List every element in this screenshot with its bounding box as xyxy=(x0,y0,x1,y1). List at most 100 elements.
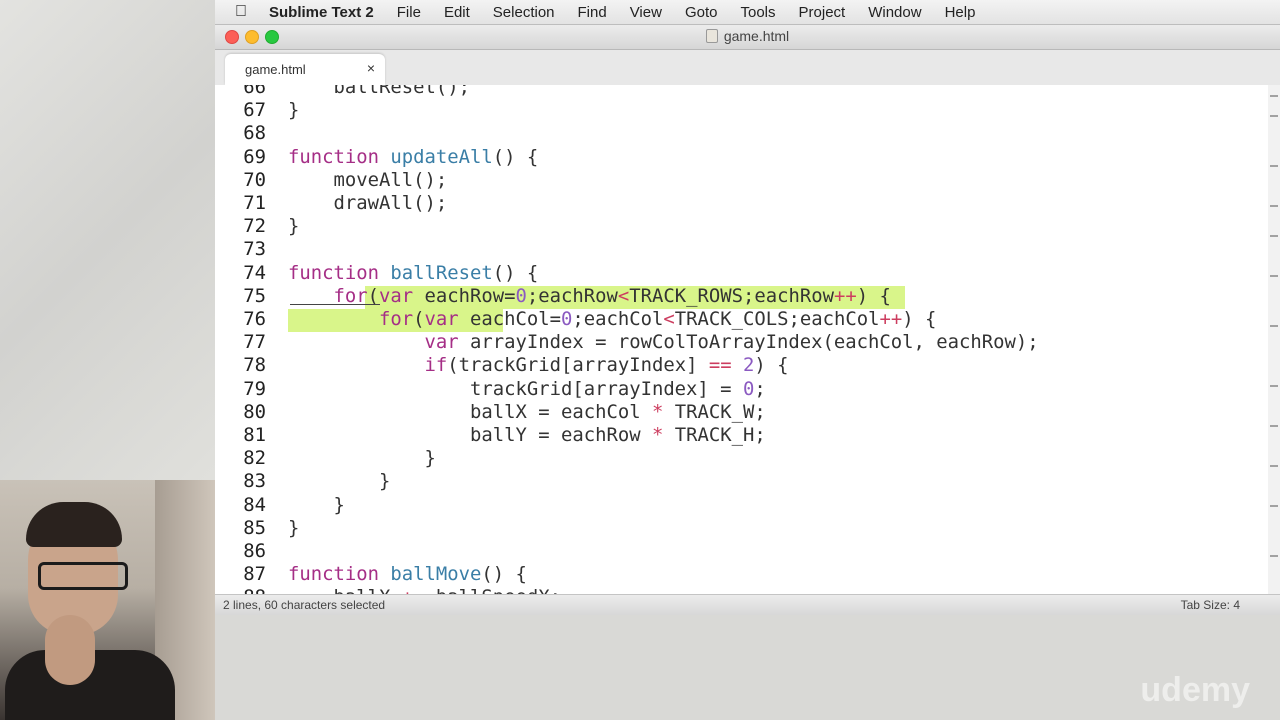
line-number: 81 xyxy=(243,424,266,446)
code-line[interactable]: 80 ballX = eachCol * TRACK_W; xyxy=(215,401,1265,424)
code-line[interactable]: 66 ballReset(); xyxy=(215,85,1265,99)
line-number: 77 xyxy=(243,331,266,354)
code-line[interactable]: 67} xyxy=(215,99,1265,122)
line-number: 80 xyxy=(243,400,266,423)
menu-window[interactable]: Window xyxy=(868,3,922,21)
line-number: 83 xyxy=(243,470,266,493)
code-line[interactable]: 88 ballX += ballSpeedX; xyxy=(215,586,1265,595)
menu-selection[interactable]: Selection xyxy=(492,3,555,21)
line-number: 86 xyxy=(243,540,266,562)
code-line[interactable]: 86 xyxy=(215,540,1265,563)
line-number: 72 xyxy=(243,215,266,238)
window-title: game.html xyxy=(215,28,1280,44)
window-titlebar[interactable]: game.html xyxy=(215,25,1280,50)
code-line[interactable]: 82 } xyxy=(215,447,1265,470)
desktop-background xyxy=(0,0,215,480)
code-text: ballReset(); xyxy=(288,85,470,98)
code-text: } xyxy=(288,493,345,516)
selection-status: 2 lines, 60 characters selected xyxy=(223,598,386,612)
minimap-line xyxy=(1270,505,1278,507)
minimap-line xyxy=(1270,165,1278,167)
code-text: } xyxy=(288,99,300,122)
line-number: 79 xyxy=(243,377,266,400)
code-text: if(trackGrid[arrayIndex] == 2) { xyxy=(424,354,789,377)
code-text: function ballReset() { xyxy=(288,261,539,284)
minimap-line xyxy=(1270,115,1278,117)
code-line[interactable]: 71 drawAll(); xyxy=(215,192,1265,215)
menu-view[interactable]: View xyxy=(629,3,662,21)
minimize-window-button[interactable] xyxy=(245,30,259,44)
minimap-line xyxy=(1270,385,1278,387)
code-line[interactable]: 72} xyxy=(215,215,1265,238)
code-text: } xyxy=(288,447,436,470)
minimap-line xyxy=(1270,275,1278,277)
menu-goto[interactable]: Goto xyxy=(684,3,718,21)
code-line[interactable]: 68 xyxy=(215,122,1265,145)
menu-help[interactable]: Help xyxy=(944,3,976,21)
selection-highlight-line-75 xyxy=(365,286,905,309)
line-number: 82 xyxy=(243,447,266,470)
line-number: 85 xyxy=(243,516,266,539)
code-line[interactable]: 70 moveAll(); xyxy=(215,169,1265,192)
menu-find[interactable]: Find xyxy=(577,3,607,21)
line-number: 78 xyxy=(243,354,266,377)
code-line[interactable]: 79 trackGrid[arrayIndex] = 0; xyxy=(215,378,1265,401)
tab-game-html[interactable]: game.html × xyxy=(225,54,385,85)
zoom-window-button[interactable] xyxy=(265,30,279,44)
line-number: 67 xyxy=(243,99,266,122)
code-text: for(var eachCol=0;eachCol<TRACK_COLS;eac… xyxy=(379,308,937,330)
minimap-line xyxy=(1270,205,1278,207)
code-line[interactable]: 83 } xyxy=(215,470,1265,493)
close-window-button[interactable] xyxy=(225,30,239,44)
code-text: ballX = eachCol * TRACK_W; xyxy=(288,400,766,423)
code-line[interactable]: 73 xyxy=(215,238,1265,261)
presenter-glasses xyxy=(38,562,128,590)
code-text: } xyxy=(288,215,300,238)
line-number: 69 xyxy=(243,145,266,168)
menu-tools[interactable]: Tools xyxy=(740,3,776,21)
code-line[interactable]: 74 function ballReset() { xyxy=(215,262,1265,285)
mac-menubar:  Sublime Text 2 File Edit Selection Fin… xyxy=(215,0,1280,25)
presenter-hand xyxy=(45,615,95,685)
line-number: 68 xyxy=(243,122,266,145)
code-text: ballY = eachRow * TRACK_H; xyxy=(288,424,766,446)
minimap[interactable] xyxy=(1268,85,1280,595)
tab-size-status[interactable]: Tab Size: 4 xyxy=(1180,598,1240,612)
tab-close-icon[interactable]: × xyxy=(366,60,375,76)
code-line[interactable]: 85} xyxy=(215,517,1265,540)
line-number: 70 xyxy=(243,168,266,191)
code-text: } xyxy=(288,470,391,493)
line-number: 88 xyxy=(215,586,266,595)
menu-file[interactable]: File xyxy=(396,3,421,21)
line-number: 73 xyxy=(243,238,266,261)
line-number: 75 xyxy=(243,284,266,307)
code-text: moveAll(); xyxy=(288,168,448,191)
editor-window: game.html game.html × 66 ballReset();67}… xyxy=(215,25,1280,615)
webcam-overlay xyxy=(0,480,215,720)
code-line[interactable]: 84 } xyxy=(215,494,1265,517)
code-text: var arrayIndex = rowColToArrayIndex(each… xyxy=(424,331,1039,354)
line-number: 74 xyxy=(243,261,266,284)
presenter-hair xyxy=(26,502,122,547)
document-icon xyxy=(705,29,718,43)
code-text: } xyxy=(288,516,300,539)
code-line[interactable]: 81 ballY = eachRow * TRACK_H; xyxy=(215,424,1265,447)
line-number: 71 xyxy=(243,192,266,214)
code-line[interactable]: 76 for(var eachCol=0;eachCol<TRACK_COLS;… xyxy=(215,308,1265,331)
selection-highlight-line-76 xyxy=(288,309,503,332)
menu-project[interactable]: Project xyxy=(798,3,846,21)
code-line[interactable]: 78 if(trackGrid[arrayIndex] == 2) { xyxy=(215,354,1265,377)
minimap-line xyxy=(1270,325,1278,327)
window-title-text: game.html xyxy=(723,28,790,44)
menu-app-name[interactable]: Sublime Text 2 xyxy=(269,3,374,21)
line-number: 76 xyxy=(243,308,266,330)
code-line[interactable]: 75 for(var eachRow=0;eachRow<TRACK_ROWS;… xyxy=(215,285,1265,308)
selection-indent-marker xyxy=(290,304,380,305)
code-line[interactable]: 77 var arrayIndex = rowColToArrayIndex(e… xyxy=(215,331,1265,354)
apple-icon[interactable]:  xyxy=(231,3,251,21)
menu-edit[interactable]: Edit xyxy=(443,3,470,21)
code-text: for(var eachRow=0;eachRow<TRACK_ROWS;eac… xyxy=(333,284,891,307)
